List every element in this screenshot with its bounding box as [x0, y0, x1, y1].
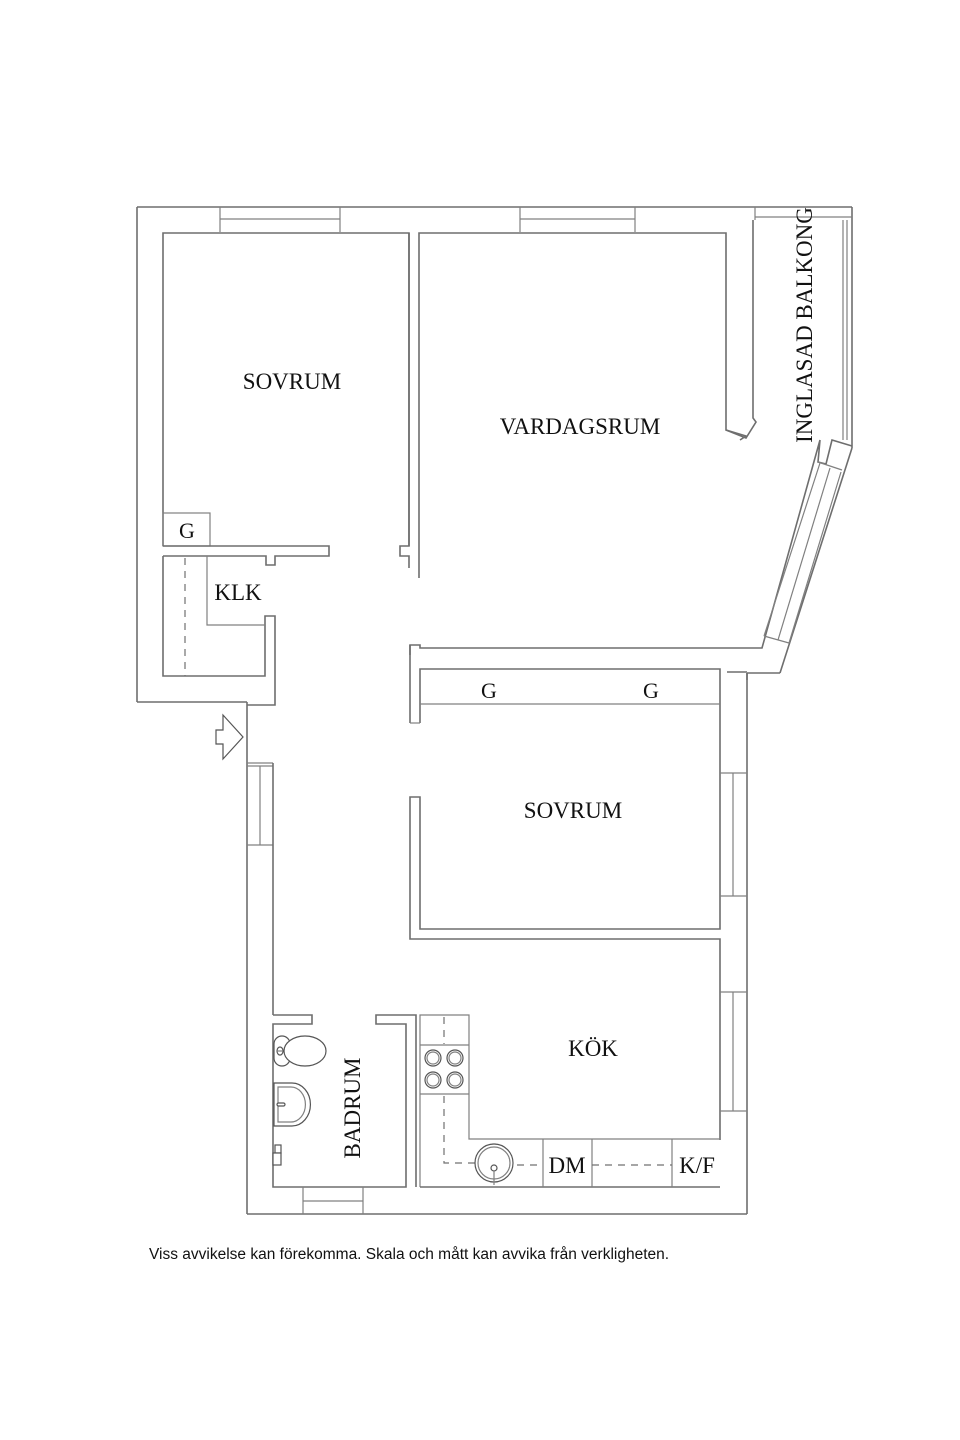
stove-icon [424, 1049, 464, 1089]
exterior-walls [136, 206, 853, 1215]
window-sovrum2-right [720, 772, 747, 897]
label-vardagsrum: VARDAGSRUM [500, 414, 661, 439]
disclaimer-text: Viss avvikelse kan förekomma. Skala och … [149, 1246, 670, 1263]
window-balkong-glazing [754, 207, 852, 440]
window-hall-left [247, 762, 274, 1015]
room-sovrum-1-walls [162, 232, 410, 568]
label-closet-g2: G [481, 678, 497, 703]
label-fridge-freezer: K/F [679, 1153, 715, 1178]
label-closet-g1: G [179, 518, 195, 543]
kitchen-counter [419, 1014, 720, 1188]
room-klk-walls [162, 556, 276, 706]
room-badrum-walls [272, 1014, 417, 1188]
label-inglasad-balkong: INGLASAD BALKONG [792, 207, 817, 443]
room-sovrum-2-walls [409, 645, 748, 1140]
label-klk: KLK [214, 580, 262, 605]
label-closet-g3: G [643, 678, 659, 703]
kitchen-sink-icon [474, 1143, 514, 1185]
label-dishwasher: DM [548, 1153, 585, 1178]
sink-icon [273, 1082, 312, 1127]
wall-sovrum1-bottom [163, 545, 330, 566]
window-diagonal [763, 461, 843, 644]
label-kok: KÖK [568, 1036, 618, 1061]
window-kok-right [720, 991, 747, 1112]
window-vardagsrum-top [519, 207, 636, 232]
entrance-arrow-icon [215, 713, 244, 761]
toilet-icon [273, 1035, 327, 1067]
tap-icon [272, 1144, 282, 1166]
label-sovrum-1: SOVRUM [243, 369, 341, 394]
label-sovrum-2: SOVRUM [524, 798, 622, 823]
room-vardagsrum-walls [409, 220, 853, 655]
label-badrum: BADRUM [340, 1058, 365, 1159]
window-badrum-bottom [302, 1187, 364, 1214]
window-sovrum-top [219, 207, 341, 232]
